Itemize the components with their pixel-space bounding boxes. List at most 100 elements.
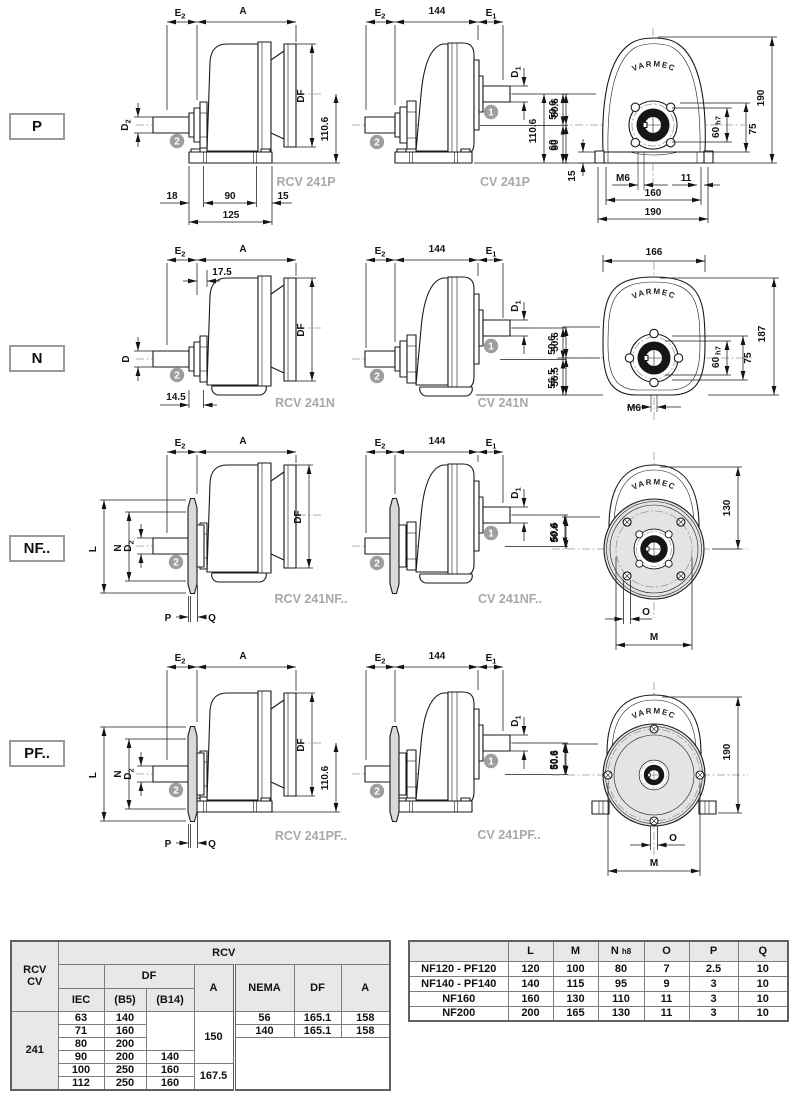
dim-50-6: 50.6	[549, 750, 560, 770]
balloon-input-shaft: 2	[369, 783, 385, 799]
dim-a: A	[239, 651, 246, 662]
dim-e2: E2	[175, 653, 186, 666]
dim-e1: E1	[486, 8, 497, 21]
svg-text:2: 2	[174, 371, 180, 382]
dim-56-5: 56.5	[550, 367, 561, 387]
dim-m6: M6	[616, 173, 630, 184]
nema-df-header: DF	[293, 963, 342, 1012]
iec-header: IEC	[57, 987, 105, 1012]
row-nf120: NF120 - PF120	[408, 960, 509, 977]
row-label-nf: NF..	[9, 535, 65, 562]
dim-e1: E1	[486, 246, 497, 259]
dim-50-6: 50.6	[548, 100, 559, 120]
dim-a: A	[239, 6, 246, 17]
dim-50-6: 50.6	[550, 750, 561, 770]
dim-144: 144	[429, 6, 446, 17]
col-q: Q	[737, 940, 789, 962]
nema-a-header: A	[340, 963, 391, 1012]
balloon-output-shaft: 1	[483, 753, 499, 769]
dim-190: 190	[722, 743, 733, 760]
brand-varmec: VARMEC	[631, 287, 676, 301]
balloon-input-shaft: 2	[168, 554, 184, 570]
front-view-nf: VARMEC 130 50.6 O M	[550, 452, 748, 650]
dim-d1: D1	[510, 715, 523, 726]
dim-190: 190	[756, 89, 767, 106]
dim-n: N	[113, 544, 124, 551]
dim-df: DF	[293, 510, 304, 523]
dim-50-6: 50.6	[550, 332, 561, 352]
dim-e2: E2	[175, 246, 186, 259]
dim-e2: E2	[175, 438, 186, 451]
drawing-rcv-241pf: E2 A L N D2 DF 110.6 P Q 2 RCV 241PF..	[88, 651, 347, 850]
row-nf160: NF160	[408, 990, 509, 1007]
svg-text:VARMEC: VARMEC	[631, 59, 678, 73]
svg-text:2: 2	[174, 137, 180, 148]
caption-cv-241n: CV 241N	[478, 396, 529, 410]
balloon-input-shaft: 2	[169, 367, 185, 383]
dim-d1: D1	[510, 300, 523, 311]
caption-rcv-241pf: RCV 241PF..	[275, 829, 347, 843]
dim-160: 160	[645, 188, 662, 199]
dim-df: DF	[296, 89, 307, 102]
drawing-rcv-241nf: E2 A L N D2 DF P Q 2 RCV 241NF..	[88, 436, 347, 624]
caption-rcv-241nf: RCV 241NF..	[275, 592, 348, 606]
dim-e2: E2	[175, 8, 186, 21]
dim-a: A	[239, 436, 246, 447]
dim-125: 125	[223, 210, 240, 221]
drawing-rcv-241p: E2 A D2 DF 110.6 18 90 15 125 2 RCV 241P	[120, 6, 340, 225]
dim-50-6: 50.6	[550, 98, 561, 118]
dim-75: 75	[748, 123, 759, 135]
dim-190-base: 190	[645, 207, 662, 218]
dim-144: 144	[429, 436, 446, 447]
caption-cv-241p: CV 241P	[480, 175, 530, 189]
brand-varmec: VARMEC	[631, 59, 676, 73]
dim-e2: E2	[375, 246, 386, 259]
dim-15: 15	[567, 170, 578, 182]
svg-text:2: 2	[173, 558, 179, 569]
col-n-h8: N h8	[597, 940, 645, 962]
dim-l: L	[88, 772, 99, 778]
dim-e1: E1	[486, 653, 497, 666]
dim-p: P	[165, 613, 172, 624]
dim-e1: E1	[486, 438, 497, 451]
dim-e2: E2	[375, 438, 386, 451]
dim-d: D	[121, 355, 132, 362]
dim-p: P	[165, 839, 172, 850]
svg-text:1: 1	[488, 529, 494, 540]
dim-e2: E2	[375, 8, 386, 21]
dim-90: 90	[224, 191, 236, 202]
drawing-cv-241pf: E2 144 E1 D1 50.6 1 2 CV 241PF..	[351, 651, 568, 842]
rcv-group-header: RCV	[57, 940, 391, 965]
dim-l: L	[88, 546, 99, 552]
dim-q: Q	[208, 613, 216, 624]
balloon-input-shaft: 2	[168, 782, 184, 798]
svg-text:1: 1	[488, 342, 494, 353]
balloon-output-shaft: 1	[483, 104, 499, 120]
nema-header: NEMA	[232, 963, 295, 1012]
col-l: L	[507, 940, 554, 962]
row-label-pf: PF..	[9, 740, 65, 767]
dim-110-6: 110.6	[320, 765, 331, 790]
drawing-rcv-241n: E2 A 17.5 D DF 14.5 2 RCV 241N	[121, 244, 335, 410]
dim-n: N	[113, 770, 124, 777]
dim-75: 75	[743, 352, 754, 364]
svg-text:2: 2	[374, 138, 380, 149]
dim-110-6: 110.6	[528, 118, 539, 143]
caption-cv-241pf: CV 241PF..	[477, 828, 540, 842]
drawing-cv-241nf: E2 144 E1 D1 50.6 1 2 CV 241NF..	[351, 436, 568, 606]
dim-e2: E2	[375, 653, 386, 666]
dim-60h7: 60h7	[711, 346, 723, 368]
dim-50-6: 50.6	[547, 335, 558, 355]
dim-d2: D2	[120, 119, 133, 130]
balloon-input-shaft: 2	[369, 134, 385, 150]
dim-df: DF	[296, 323, 307, 336]
dim-60: 60	[548, 139, 559, 151]
svg-text:2: 2	[374, 559, 380, 570]
svg-text:2: 2	[374, 372, 380, 383]
drawing-cv-241p: E2 144 E1 D1 110.6 50.6 60 1 2 CV 241P	[351, 6, 568, 189]
dim-18: 18	[166, 191, 178, 202]
col-m: M	[552, 940, 599, 962]
